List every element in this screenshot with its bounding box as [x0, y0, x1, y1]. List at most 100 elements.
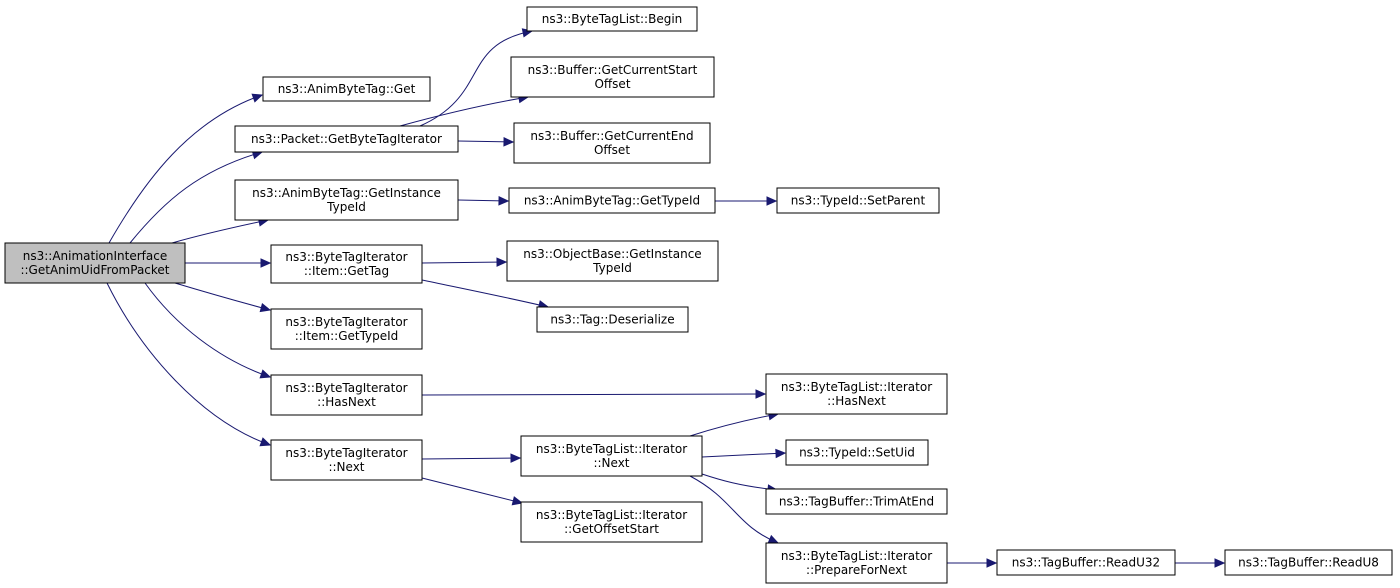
edge-line: [689, 413, 779, 437]
edge-btli_pfn-to-tb_ru32: [947, 558, 998, 568]
node-tid-setuid[interactable]: ns3::TypeId::SetUid: [785, 439, 929, 466]
node-box[interactable]: [765, 488, 948, 515]
node-box[interactable]: [510, 56, 715, 98]
node-label: ns3::Tag::Deserialize: [550, 313, 674, 327]
arrow-head: [503, 137, 515, 147]
node-box[interactable]: [270, 244, 423, 284]
edge-root-to-bti_item_gtid: [174, 282, 272, 313]
node-bti-next[interactable]: ns3::ByteTagIterator::Next: [270, 439, 423, 481]
node-bti-item-gt[interactable]: ns3::ByteTagIterator::Item::GetTag: [270, 244, 423, 284]
arrow-head: [510, 453, 522, 463]
edge-line: [144, 282, 271, 378]
node-bti-hasnext[interactable]: ns3::ByteTagIterator::HasNext: [270, 374, 423, 416]
node-btli-next[interactable]: ns3::ByteTagList::Iterator::Next: [520, 435, 703, 477]
edge-abt_gtid-to-tid_setparent: [715, 196, 778, 206]
node-label: ::Next: [593, 456, 629, 470]
node-btl-begin[interactable]: ns3::ByteTagList::Begin: [526, 6, 698, 32]
edge-line: [421, 477, 523, 504]
node-label: ::Next: [328, 460, 364, 474]
node-box[interactable]: [270, 374, 423, 416]
node-abt-gtid[interactable]: ns3::AnimByteTag::GetTypeId: [508, 187, 716, 214]
node-tb-trim[interactable]: ns3::TagBuffer::TrimAtEnd: [765, 488, 948, 515]
node-pkt-gbti[interactable]: ns3::Packet::GetByteTagIterator: [234, 125, 459, 153]
node-label: ns3::AnimationInterface: [23, 249, 167, 263]
node-tb-ru32[interactable]: ns3::TagBuffer::ReadU32: [996, 549, 1176, 576]
node-label: TypeId: [592, 261, 632, 275]
node-label: ::HasNext: [317, 395, 376, 409]
node-label: ::PrepareForNext: [806, 563, 907, 577]
edge-line: [419, 30, 533, 127]
edge-bti_hasnext-to-btli_hasnext: [421, 389, 767, 399]
node-label: ns3::ByteTagList::Begin: [542, 12, 683, 26]
node-label: ::GetAnimUidFromPacket: [20, 263, 169, 277]
node-tid-setparent[interactable]: ns3::TypeId::SetParent: [776, 187, 940, 214]
edge-line: [689, 475, 779, 544]
node-box[interactable]: [776, 187, 940, 214]
node-tb-ru8[interactable]: ns3::TagBuffer::ReadU8: [1224, 549, 1393, 576]
node-label: ns3::ByteTagIterator: [285, 446, 407, 460]
node-btli-pfn[interactable]: ns3::ByteTagList::Iterator::PrepareForNe…: [765, 542, 948, 584]
node-box[interactable]: [513, 122, 711, 164]
node-label: ns3::ByteTagList::Iterator: [536, 508, 687, 522]
edge-btli_next-to-btli_pfn: [689, 475, 780, 544]
node-box[interactable]: [270, 308, 423, 350]
edge-line: [421, 393, 766, 396]
node-label: ::HasNext: [827, 394, 886, 408]
node-label: ns3::Packet::GetByteTagIterator: [251, 132, 442, 146]
arrow-head: [775, 448, 787, 459]
arrow-head: [986, 558, 998, 568]
node-root[interactable]: ns3::AnimationInterface::GetAnimUidFromP…: [4, 242, 186, 284]
node-btli-gos[interactable]: ns3::ByteTagList::Iterator::GetOffsetSta…: [520, 501, 703, 543]
node-label: ns3::TagBuffer::ReadU8: [1238, 556, 1379, 570]
edge-btli_next-to-tid_setuid: [701, 448, 787, 459]
edge-root-to-bti_item_gt: [185, 258, 272, 268]
node-box[interactable]: [536, 306, 689, 333]
node-box[interactable]: [270, 439, 423, 481]
node-label: ns3::ByteTagIterator: [285, 381, 407, 395]
edge-pkt_gbti-to-buf_gce: [457, 137, 515, 147]
node-bti-item-gtid[interactable]: ns3::ByteTagIterator::Item::GetTypeId: [270, 308, 423, 350]
node-label: ns3::TagBuffer::TrimAtEnd: [779, 495, 934, 509]
node-label: ns3::TagBuffer::ReadU32: [1012, 556, 1160, 570]
node-label: ::Item::GetTypeId: [295, 329, 399, 343]
arrow-head: [1214, 558, 1226, 568]
node-label: Offset: [594, 143, 630, 157]
node-tag-deser[interactable]: ns3::Tag::Deserialize: [536, 306, 689, 333]
node-box[interactable]: [520, 501, 703, 543]
node-box[interactable]: [506, 240, 719, 282]
node-box[interactable]: [262, 76, 431, 102]
node-label: ns3::ObjectBase::GetInstance: [523, 247, 701, 261]
edge-line: [106, 282, 271, 446]
node-label: ::Item::GetTag: [304, 264, 389, 278]
node-box[interactable]: [765, 542, 948, 584]
edge-root-to-bti_hasnext: [144, 282, 272, 379]
nodes-layer: ns3::AnimationInterface::GetAnimUidFromP…: [4, 6, 1393, 584]
node-box[interactable]: [526, 6, 698, 32]
arrow-head: [496, 257, 508, 267]
edge-bti_item_gt-to-ob_gitid: [421, 257, 508, 267]
node-box[interactable]: [234, 125, 459, 153]
node-box[interactable]: [785, 439, 929, 466]
arrow-head: [767, 534, 780, 544]
node-label: ns3::TypeId::SetUid: [799, 446, 915, 460]
node-btli-hasnext[interactable]: ns3::ByteTagList::Iterator::HasNext: [765, 373, 948, 415]
node-box[interactable]: [520, 435, 703, 477]
edge-tb_ru32-to-tb_ru8: [1175, 558, 1226, 568]
node-box[interactable]: [508, 187, 716, 214]
node-label: ns3::ByteTagList::Iterator: [781, 380, 932, 394]
node-box[interactable]: [996, 549, 1176, 576]
node-label: ns3::AnimByteTag::GetInstance: [252, 186, 441, 200]
node-box[interactable]: [765, 373, 948, 415]
edge-line: [701, 452, 786, 458]
node-box[interactable]: [4, 242, 186, 284]
node-abt-get[interactable]: ns3::AnimByteTag::Get: [262, 76, 431, 102]
node-box[interactable]: [1224, 549, 1393, 576]
node-box[interactable]: [234, 179, 459, 221]
edge-line: [108, 94, 263, 244]
edge-bti_item_gt-to-tag_deser: [421, 279, 550, 310]
